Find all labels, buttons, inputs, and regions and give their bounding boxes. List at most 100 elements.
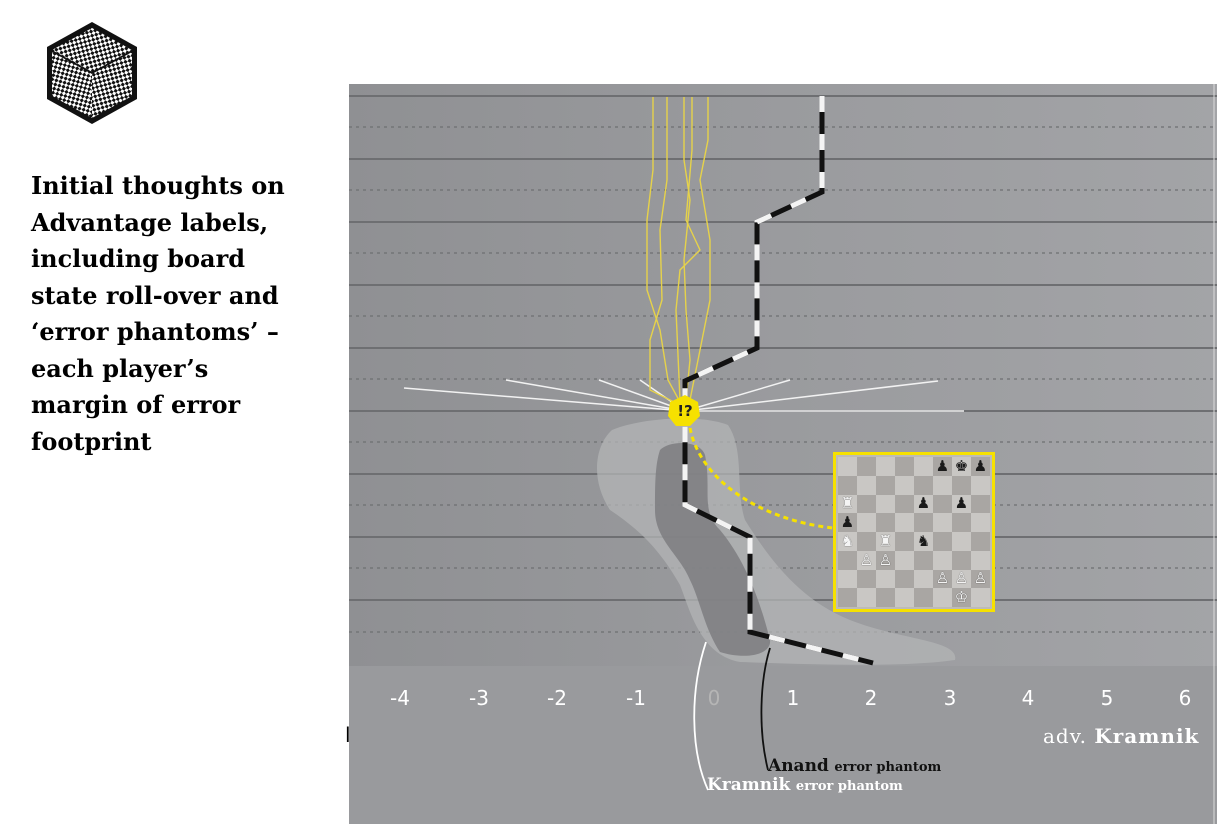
board-square: ♙ bbox=[857, 550, 876, 570]
board-square bbox=[895, 550, 914, 570]
board-square bbox=[838, 457, 857, 476]
board-square bbox=[914, 550, 933, 570]
board-square bbox=[876, 513, 895, 532]
board-square: ♟ bbox=[914, 494, 933, 514]
board-square bbox=[838, 588, 857, 607]
anand-phantom-sub: error phantom bbox=[834, 760, 942, 775]
board-square: ♔ bbox=[952, 588, 971, 607]
white-piece: ♙ bbox=[859, 550, 874, 569]
board-square bbox=[971, 494, 990, 514]
board-square: ♟ bbox=[838, 513, 857, 532]
board-square bbox=[895, 588, 914, 607]
board-square bbox=[838, 475, 857, 495]
advantage-diagram bbox=[349, 84, 1217, 824]
board-square bbox=[838, 569, 857, 589]
caption-line: Initial thoughts on bbox=[31, 171, 285, 200]
board-square bbox=[876, 569, 895, 589]
board-square bbox=[933, 513, 952, 532]
black-piece: ♟ bbox=[973, 456, 988, 475]
board-square bbox=[857, 513, 876, 532]
plot-area bbox=[349, 84, 1217, 666]
board-square bbox=[876, 588, 895, 607]
white-piece: ♞ bbox=[840, 531, 855, 550]
axis-title-player: Kramnik bbox=[1094, 724, 1200, 748]
white-piece: ♔ bbox=[954, 588, 969, 607]
yellow-connector bbox=[688, 427, 834, 530]
anand-phantom-label: Anand error phantom bbox=[768, 756, 941, 776]
board-square bbox=[971, 550, 990, 570]
board-square bbox=[971, 475, 990, 495]
board-square: ♜ bbox=[838, 494, 857, 514]
black-piece: ♟ bbox=[916, 494, 931, 513]
board-square bbox=[914, 569, 933, 589]
slide-caption: Initial thoughts on Advantage labels, in… bbox=[31, 168, 331, 460]
x-tick-label: -1 bbox=[626, 686, 646, 710]
x-tick-label: -3 bbox=[469, 686, 489, 710]
board-square bbox=[933, 494, 952, 514]
board-square bbox=[857, 494, 876, 514]
black-piece: ♟ bbox=[840, 513, 855, 532]
board-square bbox=[895, 569, 914, 589]
board-square bbox=[914, 588, 933, 607]
caption-line: Advantage labels, bbox=[31, 207, 269, 237]
white-piece: ♜ bbox=[840, 494, 855, 513]
board-square: ♚ bbox=[952, 457, 971, 476]
x-tick-label: -2 bbox=[547, 686, 567, 710]
white-piece: ♙ bbox=[973, 569, 988, 588]
white-piece: ♜ bbox=[878, 531, 893, 550]
x-axis-title: adv. Kramnik bbox=[1043, 724, 1199, 748]
x-tick-label: 6 bbox=[1178, 686, 1192, 710]
board-square bbox=[952, 532, 971, 551]
x-tick-label: -4 bbox=[390, 686, 410, 710]
white-piece: ♙ bbox=[878, 550, 893, 569]
board-square: ♜ bbox=[876, 532, 895, 551]
move-gridlines bbox=[349, 95, 1217, 633]
board-square bbox=[971, 588, 990, 607]
variation-lines bbox=[646, 97, 711, 406]
board-square: ♙ bbox=[971, 569, 990, 589]
phantom-leaders bbox=[693, 641, 771, 791]
board-square: ♟ bbox=[971, 457, 990, 476]
board-square bbox=[914, 475, 933, 495]
highlight-badge[interactable]: !? bbox=[677, 402, 693, 420]
board-square bbox=[857, 569, 876, 589]
board-square bbox=[933, 588, 952, 607]
caption-line: including board bbox=[31, 244, 245, 273]
x-tick-label: 0 bbox=[707, 686, 721, 710]
white-piece: ♙ bbox=[935, 569, 950, 588]
board-square bbox=[952, 513, 971, 532]
caption-line: each player’s bbox=[31, 353, 209, 383]
axis-title-prefix: adv. bbox=[1043, 724, 1088, 748]
x-tick-label: 2 bbox=[864, 686, 878, 710]
board-square bbox=[876, 475, 895, 495]
board-square: ♟ bbox=[952, 494, 971, 514]
board-square bbox=[933, 475, 952, 495]
caption-line: ‘error phantoms’ – bbox=[31, 317, 279, 346]
white-piece: ♙ bbox=[954, 569, 969, 588]
logo-graphic bbox=[47, 22, 137, 124]
board-state-rollover[interactable]: ♟♚♟♜♟♟♟♞♜♞♙♙♙♙♙♔ bbox=[833, 452, 995, 612]
board-square bbox=[914, 457, 933, 476]
board-square bbox=[876, 457, 895, 476]
board-square: ♞ bbox=[914, 532, 933, 551]
highlight-badge-shape bbox=[668, 395, 700, 426]
board-square: ♙ bbox=[952, 569, 971, 589]
chess-board-grid: ♟♚♟♜♟♟♟♞♜♞♙♙♙♙♙♔ bbox=[838, 457, 990, 607]
black-piece: ♟ bbox=[935, 456, 950, 475]
caption-line: margin of error bbox=[31, 390, 241, 419]
board-square: ♙ bbox=[933, 569, 952, 589]
kramnik-phantom-sub: error phantom bbox=[795, 779, 903, 794]
caption-line: footprint bbox=[31, 426, 152, 456]
caption-line: state roll-over and bbox=[31, 280, 279, 310]
board-square bbox=[933, 550, 952, 570]
board-square bbox=[952, 550, 971, 570]
black-piece: ♟ bbox=[954, 494, 969, 513]
x-tick-label: 4 bbox=[1021, 686, 1035, 710]
axis-title-fragment: l bbox=[345, 723, 351, 747]
board-square bbox=[933, 532, 952, 551]
x-tick-label: 1 bbox=[786, 686, 800, 710]
board-square bbox=[971, 532, 990, 551]
board-square: ♞ bbox=[838, 532, 857, 551]
board-square: ♟ bbox=[933, 457, 952, 476]
kramnik-phantom-label: Kramnik error phantom bbox=[707, 775, 903, 795]
